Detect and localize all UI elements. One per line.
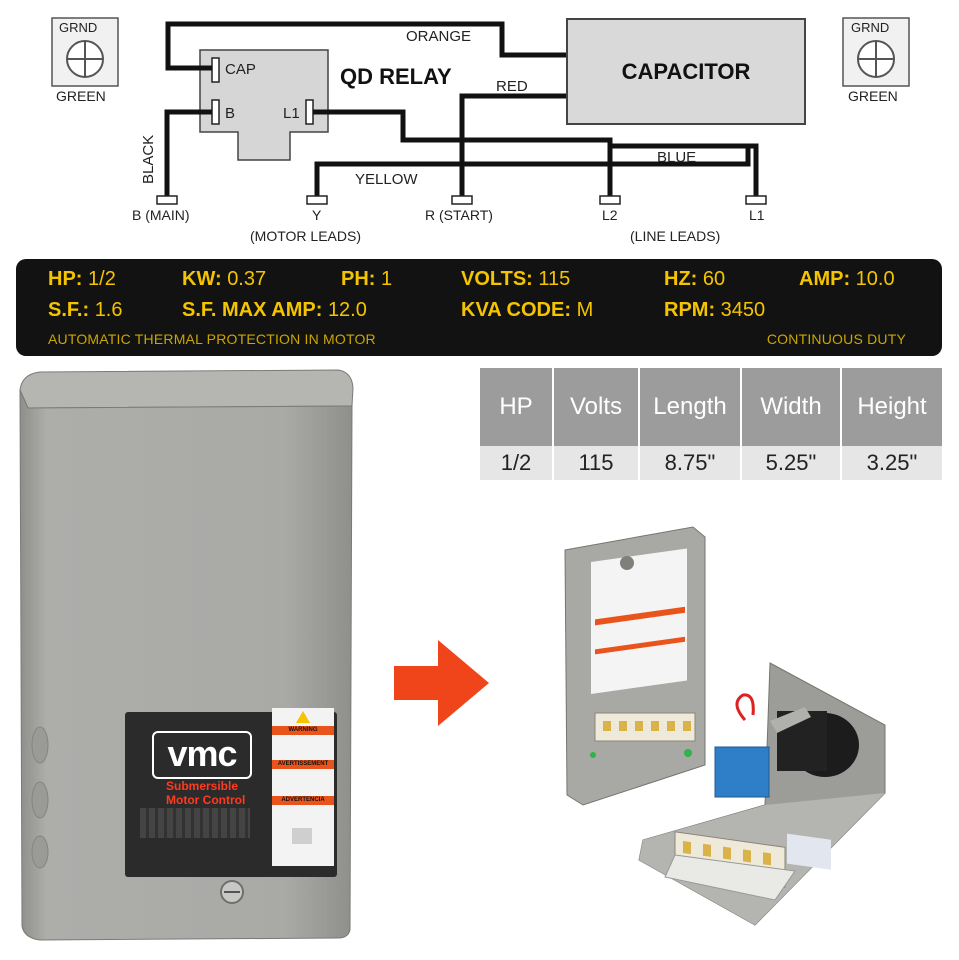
terminal-l1 xyxy=(745,195,767,205)
column-header: HP xyxy=(480,368,554,446)
table-cell: 8.75" xyxy=(639,446,742,480)
terminal-b-main-label: B (MAIN) xyxy=(132,207,190,223)
ground-right-top: GRND xyxy=(851,20,890,35)
terminal-l2 xyxy=(599,195,621,205)
table-header-row: HP Volts Length Width Height xyxy=(480,368,942,446)
capacitor-label: CAPACITOR xyxy=(621,58,751,84)
spec-kw: KW: 0.37 xyxy=(182,268,267,290)
terminal-y xyxy=(306,195,328,205)
spec-hz: HZ: 60 xyxy=(664,268,726,290)
wiring-lines xyxy=(51,17,910,205)
ground-left-bottom: GREEN xyxy=(56,88,106,104)
motor-leads-label: (MOTOR LEADS) xyxy=(250,228,361,244)
product-subtitle: Submersible Motor Control xyxy=(166,779,246,807)
warning-triangle-icon xyxy=(296,711,310,723)
continuous-duty-note: CONTINUOUS DUTY xyxy=(766,331,906,347)
relay-component xyxy=(714,746,770,798)
line-leads-label: (LINE LEADS) xyxy=(630,228,721,244)
cert-mark-icon xyxy=(292,828,312,844)
warning-header: AVERTISSEMENT xyxy=(272,760,334,769)
wire-black xyxy=(164,109,212,196)
relay-terminal-b xyxy=(211,99,220,125)
relay-terminal-l1-label: L1 xyxy=(283,105,300,122)
terminal-b-main xyxy=(156,195,178,205)
vmc-logo: vmc xyxy=(152,731,252,779)
table-row: 1/2 115 8.75" 5.25" 3.25" xyxy=(480,446,942,480)
blurred-model-text xyxy=(140,808,250,838)
terminal-l2-label: L2 xyxy=(602,207,618,223)
terminal-r-start xyxy=(451,195,473,205)
relay-terminal-l1 xyxy=(305,99,314,125)
ground-right-bottom: GREEN xyxy=(848,88,898,104)
spec-ph: PH: 1 xyxy=(341,268,393,290)
relay-label: QD RELAY xyxy=(340,64,452,89)
arrow-right-icon xyxy=(394,640,489,726)
spec-sf: S.F.: 1.6 xyxy=(48,299,123,321)
wire-orange-label: ORANGE xyxy=(406,28,472,45)
table-cell: 3.25" xyxy=(841,446,942,480)
wire-yellow xyxy=(314,143,759,196)
column-header: Height xyxy=(841,368,942,446)
dimensions-table: HP Volts Length Width Height 1/2 115 8.7… xyxy=(480,368,942,480)
wiring-diagram: CAPACITOR QD RELAY CAP B L1 GRND GREEN G… xyxy=(0,0,959,255)
wire-yellow-label: YELLOW xyxy=(355,171,418,188)
relay-terminal-b-label: B xyxy=(225,105,236,122)
spec-rpm: RPM: 3450 xyxy=(664,299,766,321)
table-cell: 115 xyxy=(553,446,640,480)
ground-left-top: GRND xyxy=(59,20,98,35)
table-cell: 5.25" xyxy=(741,446,842,480)
relay-body xyxy=(199,49,329,161)
warning-header: ADVERTENCIA xyxy=(272,796,334,805)
terminal-y-label: Y xyxy=(312,207,322,223)
relay-terminal-cap-label: CAP xyxy=(225,61,256,78)
wire-black-label: BLACK xyxy=(140,134,157,184)
warning-panel: WARNING AVERTISSEMENT ADVERTENCIA xyxy=(272,708,334,866)
wire-red-label: RED xyxy=(496,78,528,95)
warning-header: WARNING xyxy=(272,726,334,735)
wire-l1-l2 xyxy=(313,109,613,196)
open-control-box xyxy=(564,526,886,926)
wiring-label-sheet xyxy=(591,548,687,694)
capacitor-box: CAPACITOR xyxy=(566,18,806,125)
spec-volts: VOLTS: 115 xyxy=(461,268,571,290)
spec-kva-code: KVA CODE: M xyxy=(461,299,594,321)
wire-blue-label: BLUE xyxy=(657,149,697,166)
thermal-protection-note: AUTOMATIC THERMAL PROTECTION IN MOTOR xyxy=(48,331,376,347)
relay-terminal-cap xyxy=(211,57,220,83)
wire-red xyxy=(459,93,566,196)
spec-sf-max-amp: S.F. MAX AMP: 12.0 xyxy=(182,299,367,321)
terminal-r-start-label: R (START) xyxy=(425,207,493,223)
column-header: Length xyxy=(639,368,742,446)
column-header: Width xyxy=(741,368,842,446)
terminal-l1-label: L1 xyxy=(749,207,765,223)
spec-banner: HP: 1/2 KW: 0.37 PH: 1 VOLTS: 115 HZ: 60… xyxy=(16,259,942,356)
column-header: Volts xyxy=(553,368,640,446)
wire-orange xyxy=(165,21,566,71)
spec-hp: HP: 1/2 xyxy=(48,268,116,290)
ground-left-icon xyxy=(51,17,119,87)
spec-amp: AMP: 10.0 xyxy=(799,268,895,290)
table-cell: 1/2 xyxy=(480,446,554,480)
ground-right-icon xyxy=(842,17,910,87)
